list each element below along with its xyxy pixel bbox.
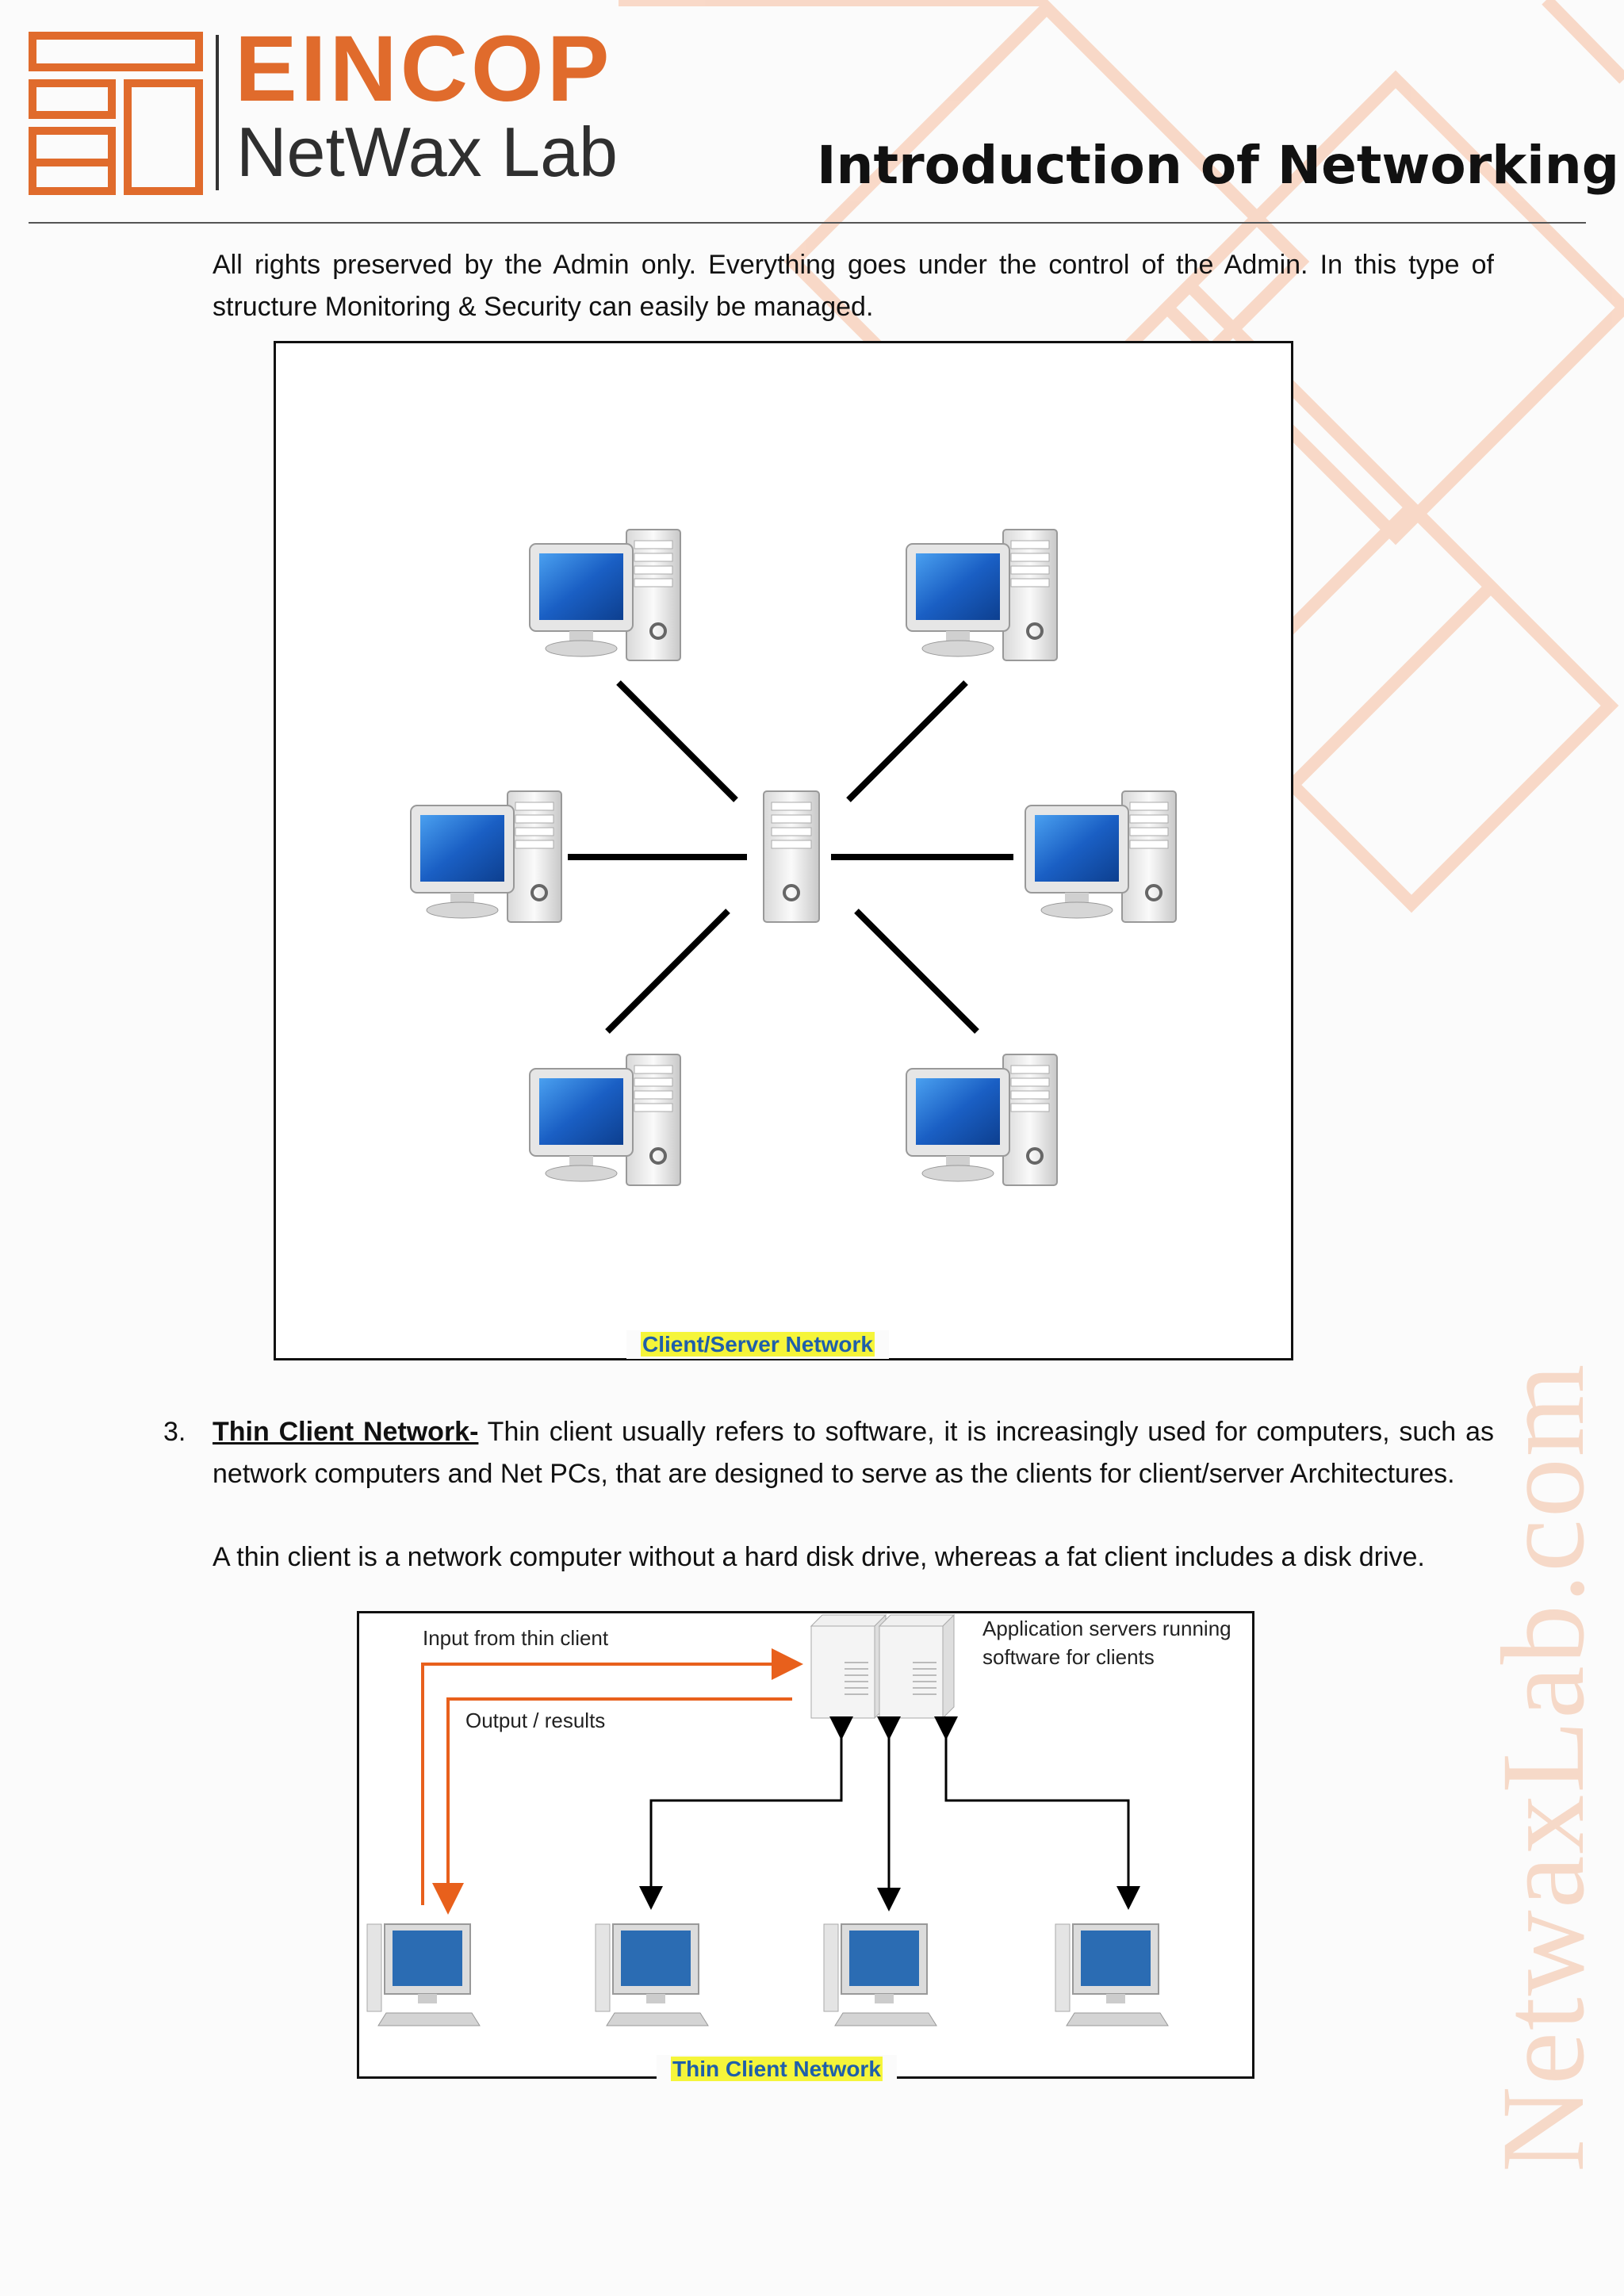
client-server-figure — [274, 341, 1293, 1360]
input-arrow — [421, 1648, 803, 1905]
thin-client-computer-icon — [823, 1923, 937, 2026]
server-icon — [762, 790, 821, 924]
computer-icon — [528, 1053, 682, 1187]
section3-text: Thin client usually refers to software, … — [213, 1417, 1495, 1489]
eincop-logo-icon — [29, 32, 203, 195]
client-server-diagram — [409, 528, 1178, 1187]
client-link — [934, 1716, 1140, 1910]
computer-icon — [1024, 790, 1178, 924]
thin-client-computer-icon — [595, 1923, 709, 2026]
client-link — [639, 1716, 853, 1910]
app-server-icon — [879, 1614, 955, 1719]
watermark-text: NetwaxLab.com — [1477, 1362, 1609, 2172]
label-servers-line1: Application servers running — [982, 1617, 1231, 1640]
thin-client-computer-icon — [1055, 1923, 1169, 2026]
figure-caption-client-server: Client/Server Network — [626, 1330, 889, 1359]
label-input: Input from thin client — [423, 1626, 609, 1650]
section3-heading: Thin Client Network- — [213, 1417, 479, 1447]
list-number: 3. — [163, 1417, 186, 1447]
brand-name: EINCOP — [235, 17, 613, 121]
output-arrow — [432, 1697, 792, 1915]
figure-caption-thin-client: Thin Client Network — [657, 2055, 897, 2084]
page-title: Introduction of Networking — [817, 135, 1620, 196]
section3-paragraph: Thin Client Network- Thin client usually… — [213, 1411, 1494, 1495]
thin-client-computer-icon — [366, 1923, 481, 2026]
thin-client-figure: Input from thin client Output / results … — [357, 1611, 1254, 2079]
section3-paragraph2: A thin client is a network computer with… — [213, 1542, 1425, 1572]
computer-icon — [905, 528, 1059, 662]
link-line — [616, 680, 738, 802]
link-line — [605, 909, 730, 1034]
link-line — [846, 680, 968, 802]
computer-icon — [905, 1053, 1059, 1187]
label-servers-line2: software for clients — [982, 1645, 1155, 1669]
link-line — [854, 909, 979, 1034]
brand-subtitle: NetWax Lab — [236, 113, 618, 191]
header-rule — [29, 222, 1586, 224]
computer-icon — [409, 790, 563, 924]
logo-divider — [216, 35, 219, 190]
intro-paragraph: All rights preserved by the Admin only. … — [213, 250, 1494, 322]
thin-client-diagram — [366, 1614, 1169, 2026]
app-server-icon — [810, 1614, 887, 1719]
computer-icon — [528, 528, 682, 662]
label-output: Output / results — [465, 1709, 606, 1732]
